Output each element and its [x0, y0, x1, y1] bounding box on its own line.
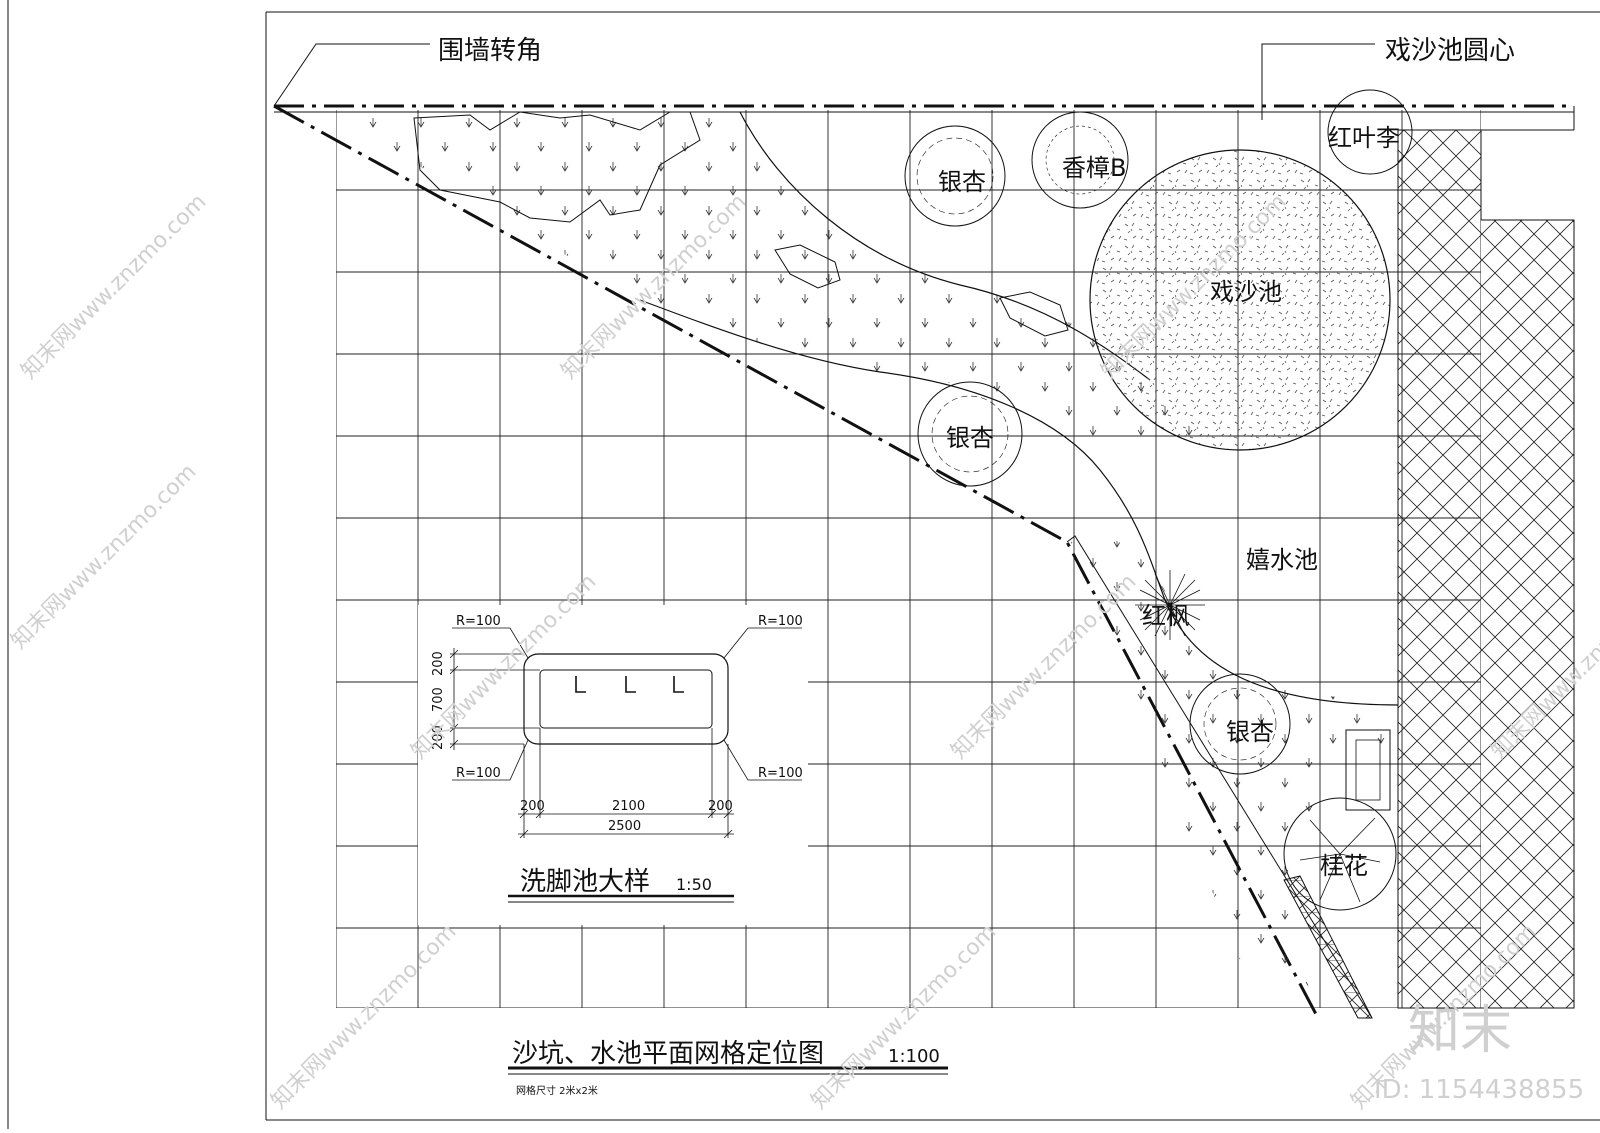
plant-label-red-plum: 红叶李 [1328, 124, 1400, 152]
sandpit-label: 戏沙池 [1210, 278, 1282, 306]
radius-label: R=100 [758, 766, 803, 781]
watermark-brand: 知末 [1408, 1001, 1512, 1061]
dimension-label: 200 [431, 725, 446, 750]
watermark-text: 知末网www.znzmo.com [7, 459, 202, 654]
sheet-frame [7, 0, 1600, 1129]
watermark-text: 知末网www.znzmo.com [807, 919, 1002, 1114]
plant-label-red-maple: 红枫 [1142, 602, 1190, 630]
watermark-id: ID: 1154438855 [1374, 1075, 1584, 1105]
grid-note: 网格尺寸 2米x2米 [516, 1084, 598, 1097]
radius-label: R=100 [758, 614, 803, 629]
dimension-label: 200 [520, 799, 545, 814]
radius-label: R=100 [456, 766, 501, 781]
small-basin [1345, 729, 1391, 811]
main-title: 沙坑、水池平面网格定位图 [512, 1039, 824, 1069]
footbath-detail [418, 605, 808, 925]
water-pool-label: 嬉水池 [1246, 546, 1318, 574]
main-scale: 1:100 [888, 1046, 940, 1067]
title-underline [508, 1066, 948, 1075]
detail-title: 洗脚池大样 [520, 867, 650, 897]
watermark-text: 知末网www.znzmo.com [267, 919, 462, 1114]
dimension-label: 700 [431, 687, 446, 712]
sandpit-center-label: 戏沙池圆心 [1385, 36, 1515, 66]
dimension-label: 200 [431, 651, 446, 676]
dimension-label: 2500 [608, 819, 641, 834]
sandpit-circle [1089, 149, 1391, 451]
detail-scale: 1:50 [676, 875, 712, 894]
plant-label-ginkgo: 银杏 [938, 168, 986, 196]
wall-corner-label: 围墙转角 [438, 36, 542, 66]
watermark-text: 知末网www.znzmo.com [947, 569, 1142, 764]
plant-label-camphor: 香樟B [1062, 154, 1126, 182]
planting-strip [330, 111, 1399, 1010]
plant-label-osmanthus: 桂花 [1320, 852, 1368, 880]
tree-symbols [904, 89, 1413, 911]
radius-label: R=100 [456, 614, 501, 629]
plant-label-ginkgo: 银杏 [946, 424, 994, 452]
watermark-text: 知末网www.znzmo.com [17, 189, 212, 384]
dimension-label: 2100 [612, 799, 645, 814]
plant-label-ginkgo: 银杏 [1226, 718, 1274, 746]
dimension-label: 200 [708, 799, 733, 814]
leader-lines [273, 43, 1375, 120]
